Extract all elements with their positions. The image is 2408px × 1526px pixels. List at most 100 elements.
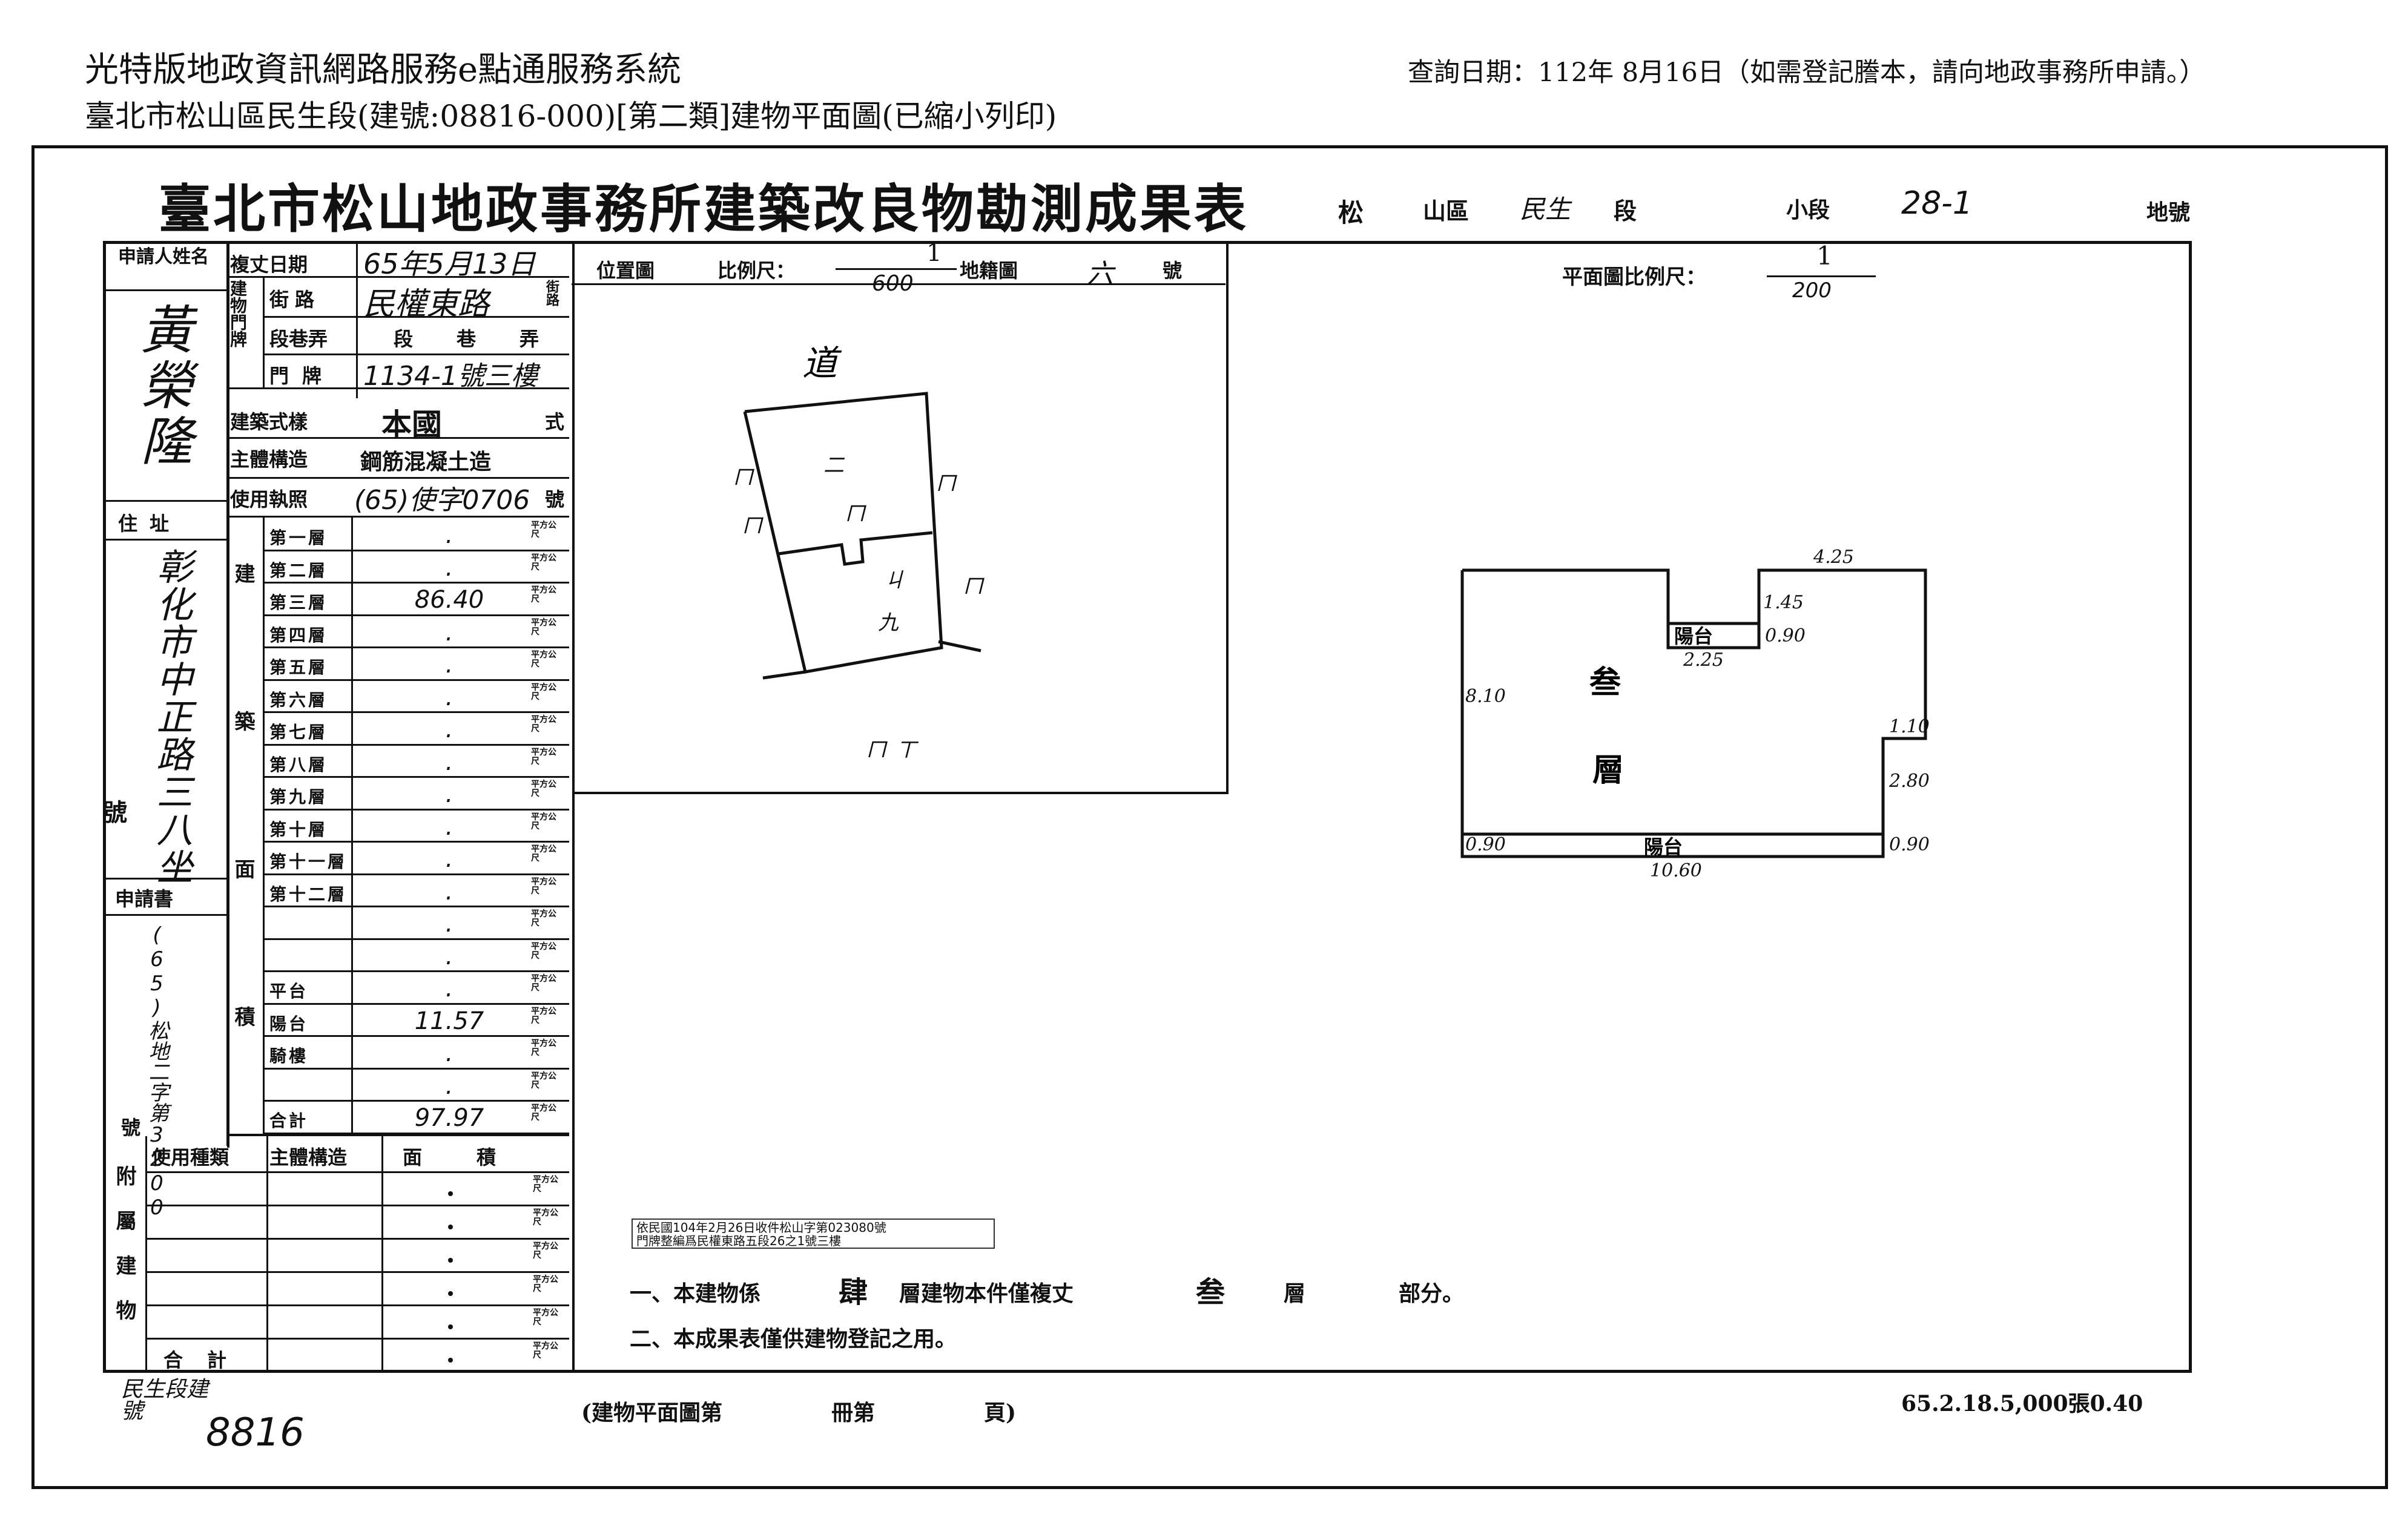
floor-row-unit: 平方公尺 xyxy=(531,1103,556,1122)
district-label: 山區 xyxy=(1423,197,1470,225)
stamp-line-1: 依民國104年2月26日收件松山字第023080號 xyxy=(636,1220,886,1235)
attached-row-unit: 平方公尺 xyxy=(533,1175,558,1194)
floor-row-value: 11.57 xyxy=(414,1007,484,1035)
floor-row-label: 第一層 xyxy=(269,528,328,548)
floor-row: 第十一層.平方公尺 xyxy=(265,843,569,875)
svg-text:二: 二 xyxy=(823,453,845,478)
floor-row-value: . xyxy=(445,651,454,679)
application-label: 申請書 xyxy=(115,887,174,910)
note2: 二、本成果表僅供建物登記之用。 xyxy=(630,1326,957,1352)
permit-label: 使用執照 xyxy=(230,488,308,511)
renumbering-stamp: 依民國104年2月26日收件松山字第023080號 門牌整編爲民權東路五段26之… xyxy=(632,1218,995,1249)
svg-text:ㄇ: ㄇ xyxy=(963,574,985,599)
style-value: 本國 xyxy=(381,407,442,442)
floor-label-1: 叁 xyxy=(1589,664,1621,701)
floor-row: 第三層 86.40 平方公尺 xyxy=(265,584,569,616)
floor-row-label: 第九層 xyxy=(269,787,328,807)
floor-row-label: 合計 xyxy=(269,1111,309,1131)
floor-row: . 平方公尺 xyxy=(265,940,569,972)
floor-row-label: 第四層 xyxy=(269,625,328,645)
floor-row-unit: 平方公尺 xyxy=(531,585,556,604)
structure-label: 主體構造 xyxy=(230,448,308,471)
dim-notch-right: 0.90 xyxy=(1765,625,1806,646)
note1-floor: 叁 xyxy=(1196,1275,1225,1309)
floor-row-label: 第十二層 xyxy=(269,884,348,904)
query-date: 查詢日期：112年 8月16日（如需登記謄本，請向地政事務所申請。） xyxy=(1408,58,2206,88)
district-prefix: 松 xyxy=(1338,198,1364,228)
location-map-drawing: 道 二ㄇ ㄐ九 ㄇㄇ ㄇㄇ ㄇㄒ xyxy=(733,343,985,762)
floor-row-unit: 平方公尺 xyxy=(531,1071,556,1090)
section-suffix: 段 xyxy=(1614,197,1637,225)
floors-section-label: 建築面積 xyxy=(231,563,255,1154)
location-scale-label: 比例尺： xyxy=(717,259,796,282)
floor-row-value: . xyxy=(445,618,454,646)
floor-row-value: . xyxy=(445,877,454,906)
dim-left-height: 8.10 xyxy=(1465,686,1506,707)
attached-col-structure: 主體構造 xyxy=(269,1146,348,1169)
floor-row-unit: 平方公尺 xyxy=(531,1006,556,1025)
floor-row-unit: 平方公尺 xyxy=(531,521,556,539)
print-code: 65.2.18.5,000張0.40 xyxy=(1901,1391,2143,1416)
attached-col-use: 使用種類 xyxy=(151,1146,229,1169)
floor-row: 第七層.平方公尺 xyxy=(265,713,569,746)
svg-text:ㄇ: ㄇ xyxy=(845,502,866,526)
dim-top: 4.25 xyxy=(1813,547,1854,568)
number-label: 門牌 xyxy=(269,364,335,387)
footer-building-label: 民生段建號 xyxy=(121,1377,209,1424)
floor-row-unit: 平方公尺 xyxy=(531,553,556,572)
attached-row-dot xyxy=(448,1291,453,1296)
plan-reference: (建物平面圖第 冊第 頁) xyxy=(581,1400,1017,1426)
plan-scale-label: 平面圖比例尺： xyxy=(1562,265,1706,289)
door-number: 1134-1號三樓 xyxy=(363,361,538,392)
attached-row: 平方公尺 xyxy=(145,1306,569,1340)
survey-date: 65年5月13日 xyxy=(363,248,536,280)
svg-text:ㄇ: ㄇ xyxy=(733,465,754,490)
floor-row-unit: 平方公尺 xyxy=(531,812,556,831)
lot-number: 28-1 xyxy=(1901,185,1973,222)
attached-row: 平方公尺 xyxy=(145,1206,569,1240)
application-number: (65)松地二字第3200 xyxy=(145,923,169,1220)
style-suffix: 式 xyxy=(545,410,565,433)
floor-row-label: 平台 xyxy=(269,981,309,1001)
structure-value: 鋼筋混凝土造 xyxy=(360,449,492,475)
section-name: 民生 xyxy=(1520,194,1571,224)
floor-row-unit: 平方公尺 xyxy=(531,780,556,798)
document-title: 臺北市松山地政事務所建築改良物勘測成果表 xyxy=(159,179,1249,240)
floor-row-unit: 平方公尺 xyxy=(531,941,556,961)
applicant-label: 申請人姓名 xyxy=(118,246,209,268)
floor-row-unit: 平方公尺 xyxy=(531,909,556,928)
dim-step-h: 2.80 xyxy=(1888,771,1930,792)
svg-text:ㄇ: ㄇ xyxy=(866,738,888,762)
floor-row-unit: 平方公尺 xyxy=(531,747,556,766)
floor-row: 第八層. 平方公尺 xyxy=(265,746,569,778)
attached-row: 平方公尺 xyxy=(145,1173,569,1206)
floor-row-label: 第三層 xyxy=(269,593,328,613)
attached-row-dot xyxy=(448,1258,453,1263)
svg-text:九: 九 xyxy=(878,611,899,635)
address-suffix: 號 xyxy=(103,798,127,827)
lot-label: 地號 xyxy=(2146,200,2191,225)
floor-row-unit: 平方公尺 xyxy=(531,876,556,896)
survey-date-label: 複丈日期 xyxy=(230,253,308,276)
location-scale-num: 1 xyxy=(926,239,942,267)
floor-row-value: . xyxy=(445,521,454,549)
dim-total-width: 10.60 xyxy=(1650,860,1702,881)
page-subtitle: 臺北市松山區民生段(建號:08816-000)[第二類]建物平面圖(已縮小列印) xyxy=(85,99,1057,134)
floor-row-value: . xyxy=(445,942,454,970)
bottom-balcony-label: 陽台 xyxy=(1644,835,1683,858)
floor-row: . 平方公尺 xyxy=(265,907,569,940)
floor-row-value: . xyxy=(445,910,454,938)
floor-row-label: 第八層 xyxy=(269,754,328,775)
floor-row-unit: 平方公尺 xyxy=(531,974,556,993)
floor-row-value: 86.40 xyxy=(414,586,484,614)
attached-row: 平方公尺 xyxy=(145,1273,569,1306)
cadastral-label: 地籍圖 xyxy=(960,259,1018,282)
floor-row-unit: 平方公尺 xyxy=(531,650,556,669)
svg-text:ㄒ: ㄒ xyxy=(896,738,919,762)
dim-notch-depth: 1.45 xyxy=(1763,592,1804,613)
floor-row-value: . xyxy=(445,748,454,776)
document-frame xyxy=(31,145,2388,1489)
location-map-label: 位置圖 xyxy=(596,259,655,282)
floor-row: 第五層.平方公尺 xyxy=(265,648,569,681)
